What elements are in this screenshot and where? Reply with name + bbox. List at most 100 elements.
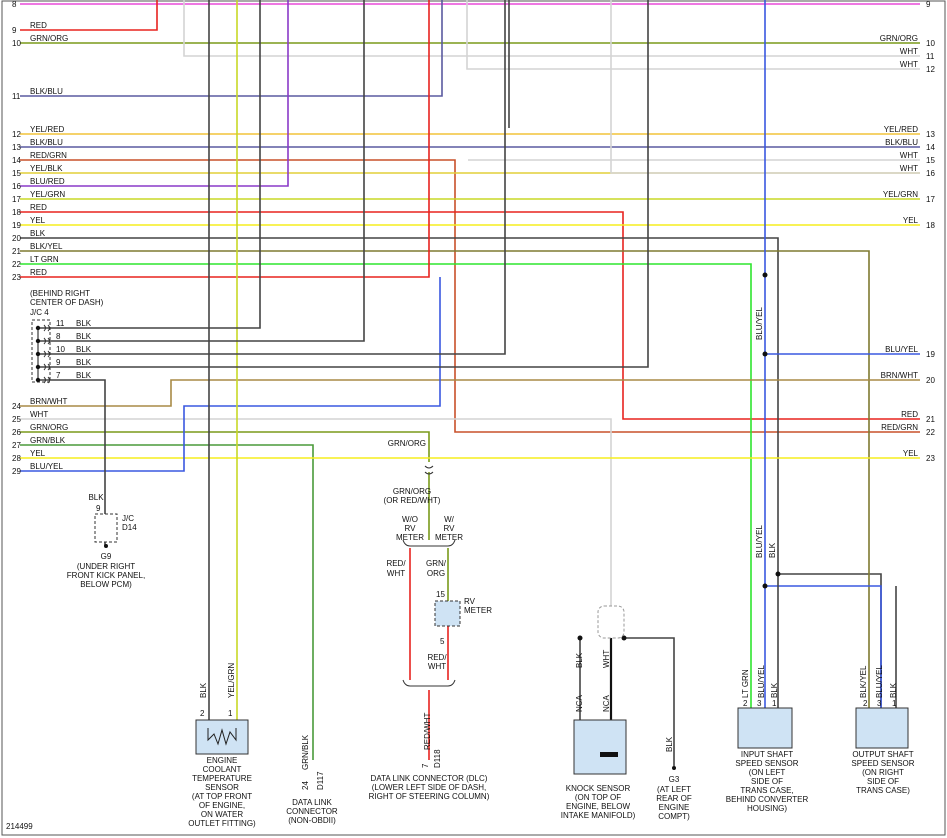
knock-nca-1: NCA [575, 694, 584, 712]
g3-name: G3 [669, 775, 680, 784]
wire-jc4-10 [38, 0, 365, 342]
wire-jc4-8 [38, 0, 261, 329]
dlc-option-bracket [402, 539, 456, 547]
left-wire-label-18: RED [30, 203, 47, 212]
right-wire-label-21: RED [901, 410, 918, 419]
wire-25-wht [20, 418, 612, 606]
left-wire-label-21: BLK/YEL [30, 242, 63, 251]
left-wire-label-15: YEL/BLK [30, 164, 63, 173]
d14-name-line1: J/C [122, 514, 134, 523]
knock-wire-left: BLK [575, 652, 584, 668]
wire-29-bluyel [20, 277, 441, 472]
splice-dot-4 [577, 635, 583, 641]
knock-shield [597, 605, 625, 639]
g3-line-3: COMPT) [658, 812, 690, 821]
g3-wire: BLK [665, 736, 674, 752]
jc4-pin-wire-9: BLK [76, 358, 92, 367]
g9-note-line1: (UNDER RIGHT [77, 562, 135, 571]
oss-body [855, 707, 909, 749]
jc4-name: J/C 4 [30, 308, 49, 317]
g3-line-1: REAR OF [656, 794, 692, 803]
jc4-body [31, 319, 51, 383]
wire-16-wht [610, 0, 920, 174]
jc4-pin-chevron-10 [43, 350, 50, 358]
left-wire-num-26: 26 [12, 428, 21, 437]
ect_sensor-line-7: OUTLET FITTING) [188, 819, 256, 828]
ect_sensor-line-2: TEMPERATURE [192, 774, 252, 783]
rv-pin-top: 15 [436, 590, 445, 599]
splice-dot-5 [621, 635, 627, 641]
iss-pin-3: 1 [772, 699, 777, 708]
junction-connector-d14: BLK 9 J/C D14 G9 (UNDER RIGHT FRONT KICK… [67, 493, 145, 589]
left-wire-label-11: BLK/BLU [30, 87, 63, 96]
right-wire-num-22: 22 [926, 428, 935, 437]
wire-20-blk [20, 237, 882, 708]
jc4-title-line1: (BEHIND RIGHT [30, 289, 90, 298]
iss-line-6: HOUSING) [747, 804, 787, 813]
wire-27-grnblk [20, 444, 314, 760]
oss-pin-3: 1 [892, 699, 897, 708]
splice-dot-3 [775, 571, 781, 577]
wire-jc4-9 [38, 0, 506, 355]
wire-22-ltgrn [20, 263, 752, 708]
left-wire-num-15: 15 [12, 169, 21, 178]
piezo-icon [600, 752, 618, 757]
dlc-description: DATA LINK CONNECTOR (DLC)(LOWER LEFT SID… [369, 774, 490, 801]
output-shaft-speed-sensor: BLK/YEL BLU/YEL BLK 2 3 1 OUTPUT SHAFTSP… [851, 665, 914, 795]
right-wire-label-19: BLU/YEL [885, 345, 918, 354]
right-wire-num-23: 23 [926, 454, 935, 463]
jc4-pin-wire-7: BLK [76, 371, 92, 380]
knock-line-1: (ON TOP OF [575, 793, 621, 802]
jc4-pin-wire-10: BLK [76, 345, 92, 354]
ect-wire1-label: BLK [199, 682, 208, 698]
dlc-top-note-1: GRN/ORG [393, 487, 431, 496]
ect_sensor-line-1: COOLANT [203, 765, 242, 774]
dlc-inline-connector [424, 465, 434, 475]
left-wire-label-22: LT GRN [30, 255, 59, 264]
splice-dot-0 [762, 272, 768, 278]
left-wire-label-26: GRN/ORG [30, 423, 68, 432]
left-wire-num-22: 22 [12, 260, 21, 269]
oss-pin-1: 2 [863, 699, 868, 708]
iss-line-3: SIDE OF [751, 777, 783, 786]
vlabel-bluyel-lower: BLU/YEL [755, 525, 764, 558]
left-wire-num-24: 24 [12, 402, 21, 411]
oss-wire-1: BLK/YEL [859, 665, 868, 698]
left-wire-num-16: 16 [12, 182, 21, 191]
rv-meter-body [434, 600, 461, 627]
left-wire-labels: 89RED10GRN/ORG11BLK/BLU12YEL/RED13BLK/BL… [12, 0, 68, 476]
iss-line-2: (ON LEFT [749, 768, 786, 777]
wire-11-blkblu [20, 0, 443, 97]
right-wire-label-16: WHT [900, 164, 918, 173]
right-wire-labels: 910GRN/ORG11WHT12WHT13YEL/RED14BLK/BLU15… [880, 0, 936, 463]
wire-26-grnorg [20, 431, 430, 462]
iss-wire-1: LT GRN [741, 669, 750, 698]
g3-line-0: (AT LEFT [657, 785, 691, 794]
nonobd-conn: D117 [316, 771, 325, 790]
right-wire-num-21: 21 [926, 415, 935, 424]
right-wire-label-22: RED/GRN [881, 423, 918, 432]
left-wire-num-14: 14 [12, 156, 21, 165]
wire-18-red [20, 211, 920, 420]
left-wire-num-21: 21 [12, 247, 21, 256]
right-wire-num-17: 17 [926, 195, 935, 204]
left-wire-num-28: 28 [12, 454, 21, 463]
wire-24-brnwht [20, 379, 920, 407]
iss-wire-3: BLK [770, 682, 779, 698]
left-wire-num-11: 11 [12, 92, 21, 101]
left-wire-num-23: 23 [12, 273, 21, 282]
right-wire-label-15: WHT [900, 151, 918, 160]
right-wire-num-19: 19 [926, 350, 935, 359]
knock-sensor: BLK WHT NCA NCA KNOCK SENSOR(ON TOP OFEN… [561, 605, 636, 820]
jc4-pin-chevron-9 [43, 363, 50, 371]
right-wire-label-10: GRN/ORG [880, 34, 918, 43]
ect_sensor-line-0: ENGINE [207, 756, 238, 765]
wire-jc4-7 [38, 0, 649, 368]
left-wire-num-18: 18 [12, 208, 21, 217]
